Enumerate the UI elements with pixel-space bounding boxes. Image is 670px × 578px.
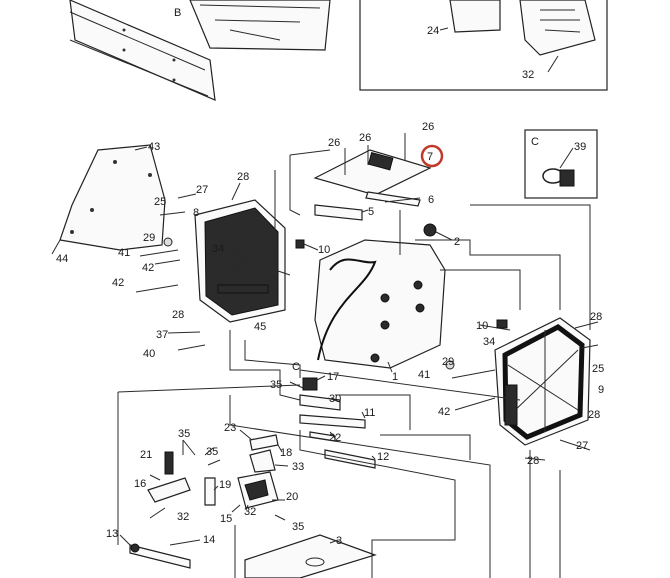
center-top-parts: 26 26 26 6 5 7	[313, 121, 444, 221]
label-3: 3	[336, 535, 342, 547]
label-43: 43	[148, 141, 160, 153]
label-35-mid: 35	[206, 446, 218, 458]
label-39: 39	[574, 141, 586, 153]
bottom-parts: 13 14 3	[106, 528, 377, 578]
label-5: 5	[368, 206, 374, 218]
label-9: 9	[598, 384, 604, 396]
label-1: 1	[392, 371, 398, 383]
label-16: 16	[134, 478, 146, 490]
label-35-top: 35	[178, 428, 190, 440]
label-32-left: 32	[177, 511, 189, 523]
label-B: B	[174, 7, 181, 19]
label-34-right: 34	[483, 336, 495, 348]
label-6: 6	[428, 194, 434, 206]
label-20: 20	[286, 491, 298, 503]
label-24: 24	[427, 25, 439, 37]
highlight-callout	[420, 144, 444, 168]
label-41: 41	[118, 247, 130, 259]
label-32-right: 32	[244, 506, 256, 518]
label-10-left: 10	[318, 244, 330, 256]
detail-box-c: C 39	[524, 129, 598, 199]
label-40: 40	[143, 348, 155, 360]
left-hardware: 27 28 25 8 29 34 41 42 42 28 45 37 40	[112, 171, 266, 360]
label-12: 12	[377, 451, 389, 463]
label-2: 2	[454, 236, 460, 248]
label-28-right-bottom: 28	[527, 455, 539, 467]
lower-left-latch: 35 35 23 18 33 21 16 19 32 15 32 20 35	[134, 422, 304, 533]
label-33: 33	[292, 461, 304, 473]
label-35-center: 35	[270, 379, 282, 391]
label-28-right-mid: 28	[588, 409, 600, 421]
label-25-right: 25	[592, 363, 604, 375]
label-29-right: 29	[442, 356, 454, 368]
label-21: 21	[140, 449, 152, 461]
label-15: 15	[220, 513, 232, 525]
label-45: 45	[254, 321, 266, 333]
label-28-top: 28	[237, 171, 249, 183]
top-left-partial-view: B	[69, 0, 331, 101]
label-42-lower: 42	[112, 277, 124, 289]
label-32-inset: 32	[522, 69, 534, 81]
label-30: 30	[329, 393, 341, 405]
label-13: 13	[106, 528, 118, 540]
assembly-lines	[117, 149, 591, 578]
label-29: 29	[143, 232, 155, 244]
label-11: 11	[364, 407, 375, 419]
label-28-left: 28	[172, 309, 184, 321]
label-26-c: 26	[422, 121, 434, 133]
right-hardware: 28 34 25 29 41 9 42 28 27 28 10	[418, 311, 604, 467]
left-frame	[194, 199, 286, 323]
label-25: 25	[154, 196, 166, 208]
label-35-low: 35	[292, 521, 304, 533]
label-C-detail: C	[531, 136, 539, 148]
label-C-center: C	[292, 361, 300, 373]
label-10-right: 10	[476, 320, 488, 332]
label-37: 37	[156, 329, 168, 341]
label-8: 8	[193, 207, 199, 219]
center-tank: 2 10 1 C	[292, 223, 460, 383]
label-19: 19	[219, 479, 231, 491]
label-27-right: 27	[576, 440, 588, 452]
label-7: 7	[427, 151, 433, 163]
right-frame	[494, 317, 591, 446]
label-17: 17	[327, 371, 339, 383]
label-44: 44	[56, 253, 68, 265]
label-14: 14	[203, 534, 215, 546]
label-26-b: 26	[359, 132, 371, 144]
label-42-right: 42	[438, 406, 450, 418]
label-27: 27	[196, 184, 208, 196]
top-right-inset: 24 32	[359, 0, 608, 91]
label-41-right: 41	[418, 369, 430, 381]
label-28-right-top: 28	[590, 311, 602, 323]
label-26-a: 26	[328, 137, 340, 149]
label-34: 34	[212, 243, 224, 255]
label-18: 18	[280, 447, 292, 459]
label-42-upper: 42	[142, 262, 154, 274]
left-back-panel: 43 44	[51, 141, 166, 265]
